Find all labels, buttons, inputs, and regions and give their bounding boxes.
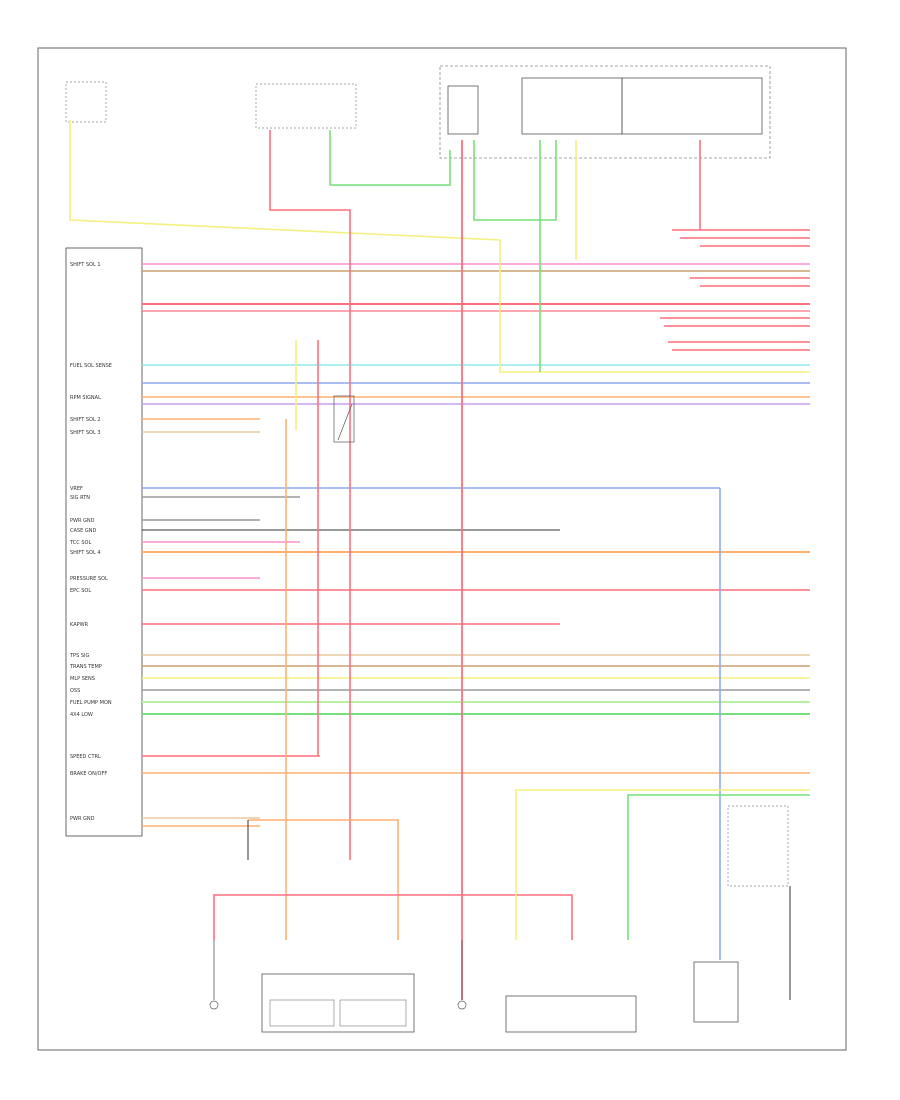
pcm-pin-label: TPS SIG [69,653,89,659]
pcm-pin-label: EPC SOL [70,588,91,594]
pcm-pin-label: SIG RTN [70,495,90,501]
pcm-relay-block [521,77,623,135]
pcm-pin-label: SHIFT SOL 2 [70,417,101,423]
pcm-pin-label: FUEL SOL SENSE [70,363,112,369]
relay-box [439,65,771,159]
pcm-pin-label: RPM SIGNAL [70,395,101,401]
pcm-pin-label: SHIFT SOL 4 [70,550,101,556]
transmission-solenoid-block [693,961,739,1023]
pcm-pin-labels: SHIFT SOL 1 FUEL SOL SENSE RPM SIGNAL SHIFT… [69,262,112,822]
wire-coil-feed [248,819,399,940]
fuel-relay-block [447,85,479,135]
pcm-pin-label: TCC SOL [69,540,91,546]
right-bank-coil-pack [261,973,415,1033]
wire-coil-yellow [515,789,810,940]
pcm-pin-label: SHIFT SOL 3 [70,430,101,436]
wire-yellow-long [69,120,810,373]
pcm-pin-label: BRAKE ON/OFF [70,771,107,777]
pcm-pin-label: KAPWR [70,622,89,628]
pcm-pin-label: PRESSURE SOL [70,576,108,582]
left-bank-coil-pack [505,995,637,1033]
right-bank-coil-2 [339,999,407,1027]
pcm-pin-label: MLP SENS [70,676,95,682]
right-bank-coil-1 [269,999,335,1027]
wire-fuse-green [329,130,451,186]
wire-fuse-red [269,130,351,860]
wire-relay-green [473,140,557,221]
pcm-pin-label: PWR GND [70,816,95,822]
right-knock-sensor-symbol [209,940,219,1010]
fuse-box-block [255,83,357,129]
pcm-pin-label: SPEED CTRL [70,754,101,760]
fuse-panel-block [65,81,107,123]
pcm-pin-label: 4X4 LOW [70,712,93,718]
pcm-pin-label: TRANS TEMP [69,664,102,670]
output-shaft-speed-sensor-block [727,805,789,887]
pcm-pin-label: VREF [70,486,83,492]
wire-coil-green [627,794,810,940]
pcm-pin-label: OSS [70,688,80,694]
wire-coil-power [213,894,573,940]
wire-layer [69,120,810,1000]
left-knock-sensor-symbol [457,940,467,1010]
pcm-pin-label: FUEL PUMP MON [70,700,112,706]
pcm-pin-label: CASE GND [70,528,96,534]
transmission-range-sensor-symbol [333,395,355,443]
relay-block-right [621,77,763,135]
pcm-pin-label: PWR GND [70,518,95,524]
diagram-frame [37,47,847,1051]
pcm-pin-label: SHIFT SOL 1 [70,262,101,268]
